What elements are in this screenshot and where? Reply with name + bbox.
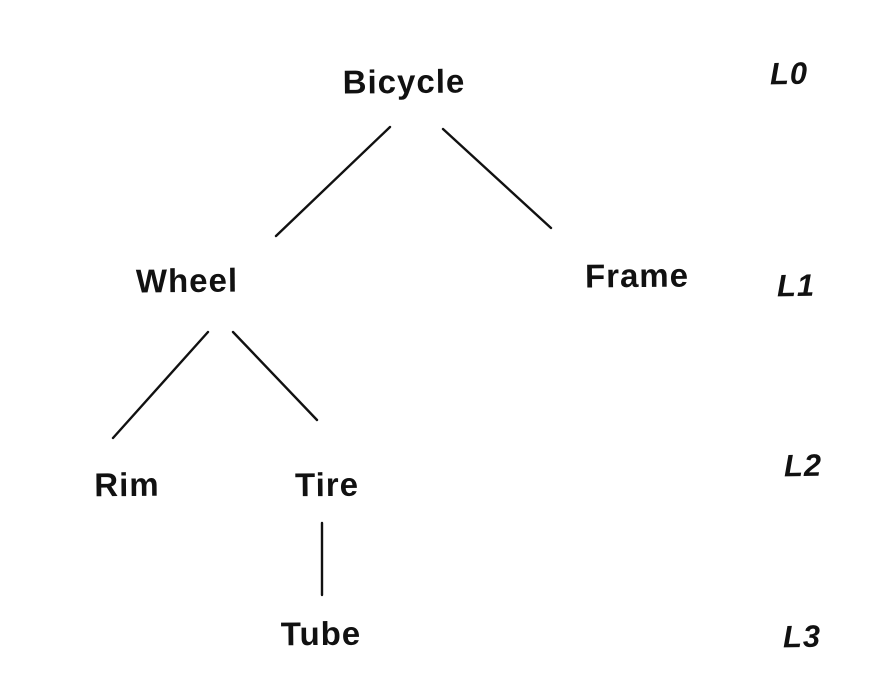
level-label-l3: L3 [782, 618, 822, 655]
node-tire: Tire [294, 465, 360, 504]
level-label-l0: L0 [769, 55, 809, 92]
node-rim: Rim [94, 465, 160, 504]
node-bicycle: Bicycle [342, 62, 466, 101]
level-label-l2: L2 [783, 447, 823, 484]
edge-bicycle-to-wheel [274, 125, 392, 238]
node-tube: Tube [280, 614, 362, 653]
node-frame: Frame [584, 256, 690, 295]
node-wheel: Wheel [135, 261, 239, 300]
edge-wheel-to-tire [231, 330, 319, 422]
edge-wheel-to-rim [111, 330, 210, 440]
level-label-l1: L1 [776, 267, 816, 304]
edge-bicycle-to-frame [441, 127, 553, 230]
